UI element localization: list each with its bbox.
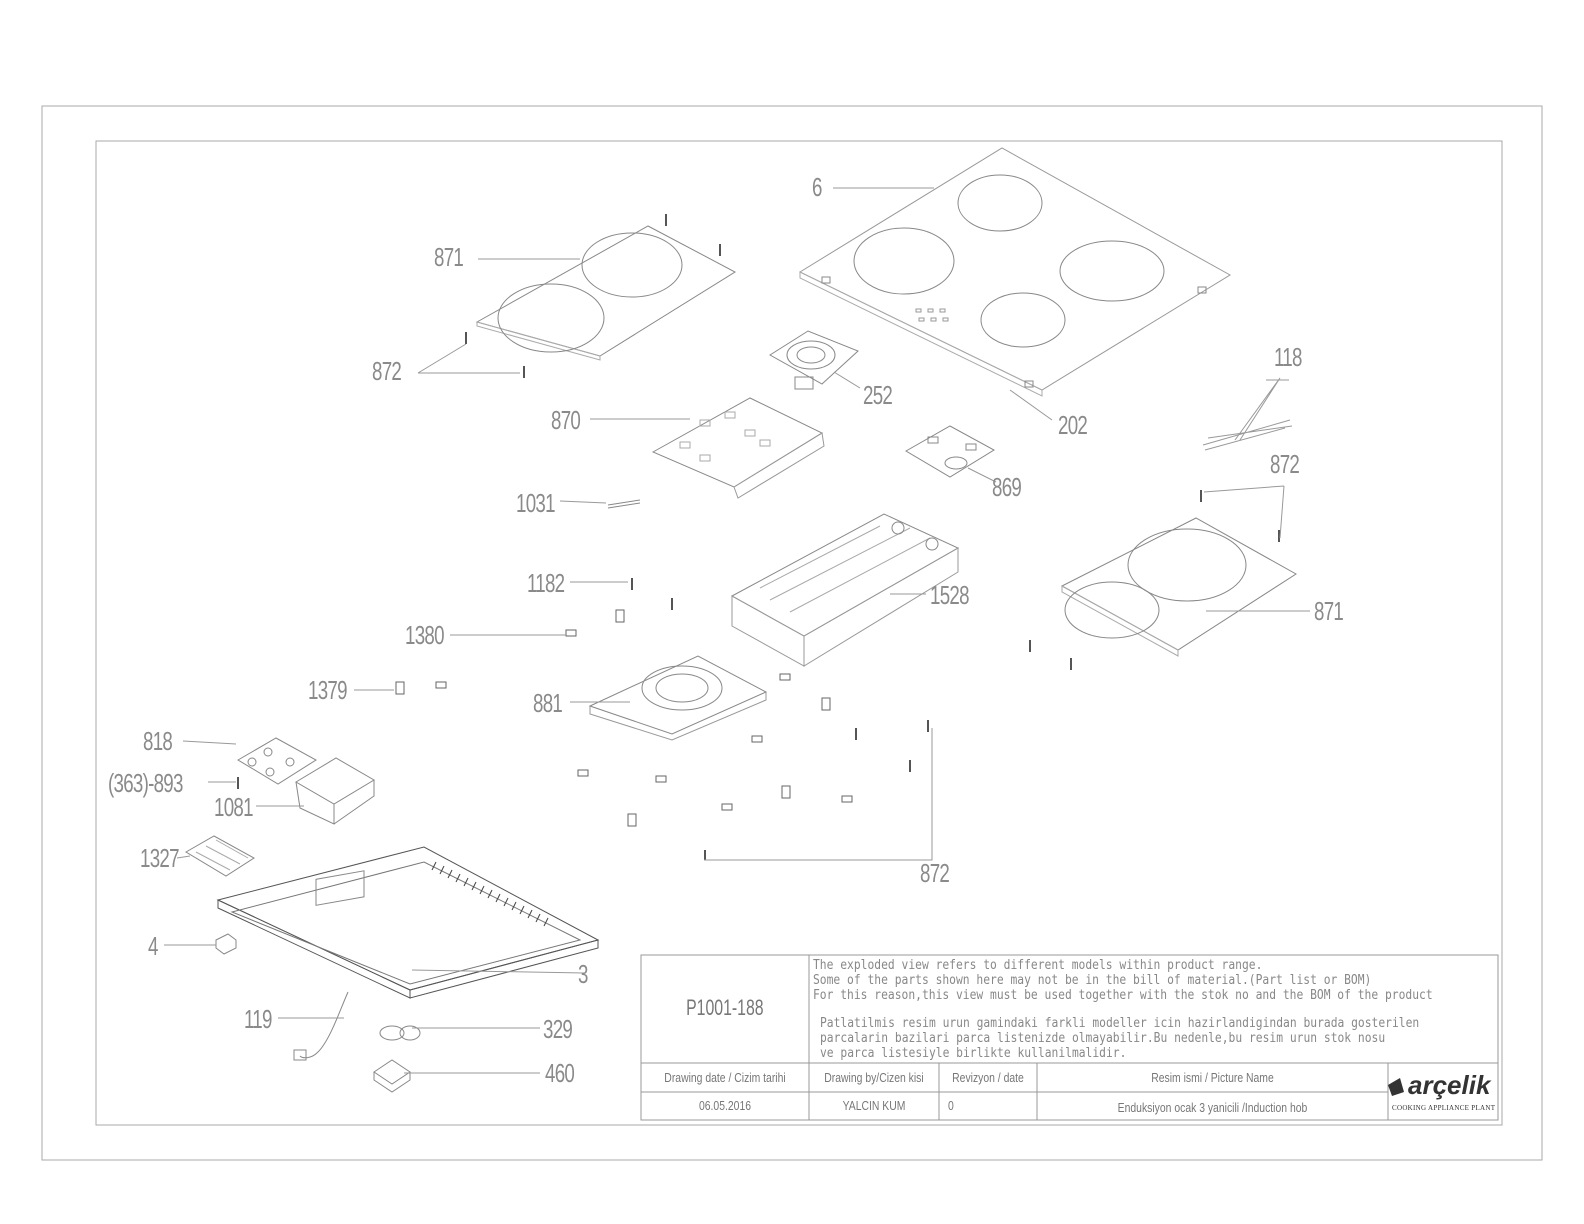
title-block-lines: [640, 954, 1499, 1121]
part-label-1327: 1327: [140, 843, 179, 873]
header-picture-name: Resim ismi / Picture Name: [1151, 1070, 1274, 1085]
part-label-818: 818: [143, 726, 173, 756]
part-label-1528: 1528: [930, 580, 969, 610]
note-en-1: The exploded view refers to different mo…: [813, 958, 1263, 973]
brand-logo-mark: [1388, 1078, 1404, 1096]
power-cord-119: [293, 991, 349, 1061]
note-tr-2: parcalarin bazilari parca listenizde olm…: [820, 1031, 1386, 1046]
part-label-202: 202: [1058, 410, 1088, 440]
header-revision: Revizyon / date: [952, 1070, 1024, 1085]
small-board-869: [905, 425, 995, 478]
bottom-housing-3: [216, 846, 600, 999]
notes-english: The exploded view refers to different mo…: [813, 958, 1433, 1003]
note-en-3: For this reason,this view must be used t…: [813, 988, 1433, 1003]
part-label-6: 6: [812, 172, 822, 202]
part-label-870: 870: [551, 405, 581, 435]
part-label-871-top: 871: [434, 242, 464, 272]
part-label-1182: 1182: [527, 568, 565, 598]
brand-subtitle: COOKING APPLIANCE PLANT: [1392, 1104, 1496, 1112]
part-label-872-right: 872: [1270, 449, 1300, 479]
inner-frame: [95, 140, 1503, 1126]
part-label-871-right: 871: [1314, 596, 1344, 626]
filter-1327: [185, 835, 255, 877]
part-1031: [607, 499, 641, 509]
value-drawing-by: YALCIN KUM: [842, 1098, 906, 1113]
part-label-252: 252: [863, 380, 893, 410]
part-label-1031: 1031: [516, 488, 555, 518]
coil-plate-871-right: [1060, 517, 1297, 657]
note-tr-1: Patlatilmis resim urun gamindaki farkli …: [820, 1016, 1420, 1031]
standoffs: [395, 609, 831, 827]
wiring-118: [1202, 377, 1293, 451]
header-drawing-date: Drawing date / Cizim tarihi: [664, 1070, 786, 1085]
part-label-3: 3: [578, 959, 588, 989]
board-818: [237, 737, 317, 785]
value-picture-name: Enduksiyon ocak 3 yanicili /Induction ho…: [1117, 1100, 1308, 1115]
coil-plate-871-top: [475, 225, 737, 361]
fan-part-252: [769, 330, 859, 390]
part-label-1380: 1380: [405, 620, 444, 650]
notes-turkish: Patlatilmis resim urun gamindaki farkli …: [820, 1016, 1419, 1061]
glass-top-part: [798, 147, 1231, 397]
small-springs: [237, 214, 1280, 860]
part-label-869: 869: [992, 472, 1022, 502]
cable-clamp-329: [379, 1025, 421, 1041]
part-label-119: 119: [244, 1004, 272, 1034]
note-en-2: Some of the parts shown here may not be …: [813, 973, 1372, 988]
part-label-872-top: 872: [372, 356, 402, 386]
part-label-460: 460: [545, 1058, 575, 1088]
power-board-870: [651, 397, 825, 499]
bracket-1081: [295, 757, 375, 825]
drawing-code: P1001-188: [686, 995, 764, 1020]
small-clips: [435, 629, 853, 811]
leader-lines: [164, 187, 1310, 1074]
header-drawing-by: Drawing by/Cizen kisi: [824, 1070, 924, 1085]
part-label-118: 118: [1274, 342, 1302, 372]
note-tr-3: ve parca listesiyle birlikte kullanilmal…: [820, 1046, 1127, 1061]
value-drawing-date: 06.05.2016: [698, 1098, 752, 1113]
part-label-1379: 1379: [308, 675, 347, 705]
clip-4: [215, 933, 237, 955]
holder-460: [373, 1059, 411, 1093]
part-label-4: 4: [148, 931, 158, 961]
brand-logo: arçelik: [1408, 1070, 1491, 1100]
part-label-1081: 1081: [214, 792, 253, 822]
tray-1528: [730, 513, 960, 667]
part-label-872-bottom: 872: [920, 858, 950, 888]
part-label-329: 329: [543, 1014, 573, 1044]
coil-holder-881: [588, 655, 768, 741]
part-label-893: (363)-893: [108, 768, 183, 798]
part-label-881: 881: [533, 688, 563, 718]
outer-frame: [41, 105, 1543, 1161]
value-revision: 0: [948, 1098, 954, 1113]
